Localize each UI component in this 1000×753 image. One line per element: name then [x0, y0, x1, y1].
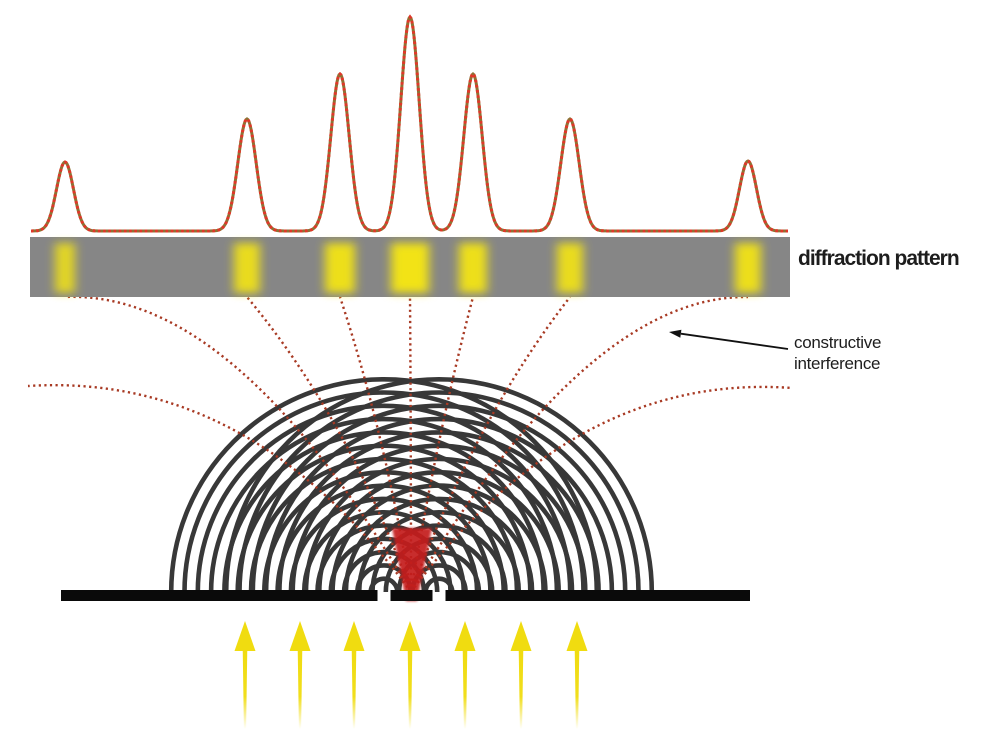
bright-fringe [557, 243, 583, 293]
plane-wave-arrow [343, 621, 365, 729]
intensity-curve-base [31, 14, 788, 233]
bright-fringe [234, 243, 260, 293]
plane-wave-arrow-shaft [242, 648, 248, 729]
wavefront-arc [208, 416, 560, 593]
constructive-interference-ray [408, 296, 413, 593]
central-antinode-wedge [392, 528, 432, 601]
plane-wave-arrowhead [454, 621, 476, 651]
plane-wave-arrow-shaft [462, 648, 468, 729]
wavefront-arc [182, 390, 586, 593]
plane-wave-arrow-shaft [518, 648, 524, 729]
plane-wave-arrows [234, 621, 588, 729]
barrier-segment [390, 590, 433, 601]
barrier-segment [61, 590, 378, 601]
plane-wave-arrow [566, 621, 588, 729]
plane-wave-arrow [234, 621, 256, 729]
screen-bar [30, 237, 790, 297]
bright-fringe [735, 243, 761, 293]
wavefront-arc [370, 523, 508, 593]
bright-fringe [325, 243, 355, 293]
wavefront-arc [303, 456, 575, 593]
constructive-interference-ray [409, 295, 749, 593]
plane-wave-arrow [399, 621, 421, 729]
wavefront-arc [223, 376, 655, 593]
bright-fringe [55, 243, 75, 293]
plane-wave-arrowhead [510, 621, 532, 651]
plane-wave-arrow-shaft [574, 648, 580, 729]
wavefront-arc [222, 430, 546, 593]
constructive-interference-ray [409, 296, 475, 593]
wavefront-arc [195, 403, 573, 593]
plane-wave-arrowhead [399, 621, 421, 651]
bright-fringe [459, 243, 487, 293]
antinode-wedge [392, 528, 432, 601]
wavefront-arc [250, 403, 628, 593]
plane-wave-arrowhead [234, 621, 256, 651]
wavefront-arc [235, 443, 533, 593]
wavefront-arc [356, 509, 522, 593]
constructive-interference-ray [410, 385, 793, 593]
intensity-curve-dashes [31, 14, 788, 233]
wavefront-arc [237, 390, 641, 593]
constructive-interference-label-line1: constructive [794, 333, 882, 352]
plane-wave-arrow [289, 621, 311, 729]
wavefront-arc [330, 483, 548, 593]
plane-wave-arrowhead [289, 621, 311, 651]
slit-barrier [61, 590, 750, 601]
wavefront-arc [383, 536, 495, 593]
constructive-interference-ray [246, 296, 413, 593]
plane-wave-arrowhead [566, 621, 588, 651]
wavefront-arc [168, 376, 600, 593]
wavefront-arc [423, 576, 455, 593]
plane-wave-arrowhead [343, 621, 365, 651]
constructive-interference-ray [64, 295, 413, 593]
constructive-interference-label-line2: interference [794, 354, 881, 373]
wavefront-arc [343, 496, 535, 593]
plane-wave-arrow-shaft [407, 648, 413, 729]
wavefront-arc [290, 443, 588, 593]
annotation-arrowhead [669, 329, 682, 338]
wavefront-arc [263, 416, 615, 593]
wavefront-arc [277, 430, 601, 593]
annotation-arrow-line [680, 332, 789, 350]
plane-wave-arrow [510, 621, 532, 729]
wavefront-arc [317, 470, 561, 593]
wavefront-arcs [168, 376, 655, 593]
bright-fringe [391, 243, 429, 293]
plane-wave-arrow-shaft [351, 648, 357, 729]
annotation-arrow [669, 329, 789, 350]
plane-wave-arrow-shaft [297, 648, 303, 729]
interference-rays [27, 295, 793, 593]
plane-wave-arrow [454, 621, 476, 729]
constructive-interference-ray [27, 384, 412, 593]
constructive-interference-ray [338, 296, 413, 593]
diffraction-pattern-label: diffraction pattern [798, 247, 960, 270]
constructive-interference-label: constructive interference [794, 332, 881, 374]
barrier-segment [445, 590, 750, 601]
intensity-curve [31, 14, 788, 233]
